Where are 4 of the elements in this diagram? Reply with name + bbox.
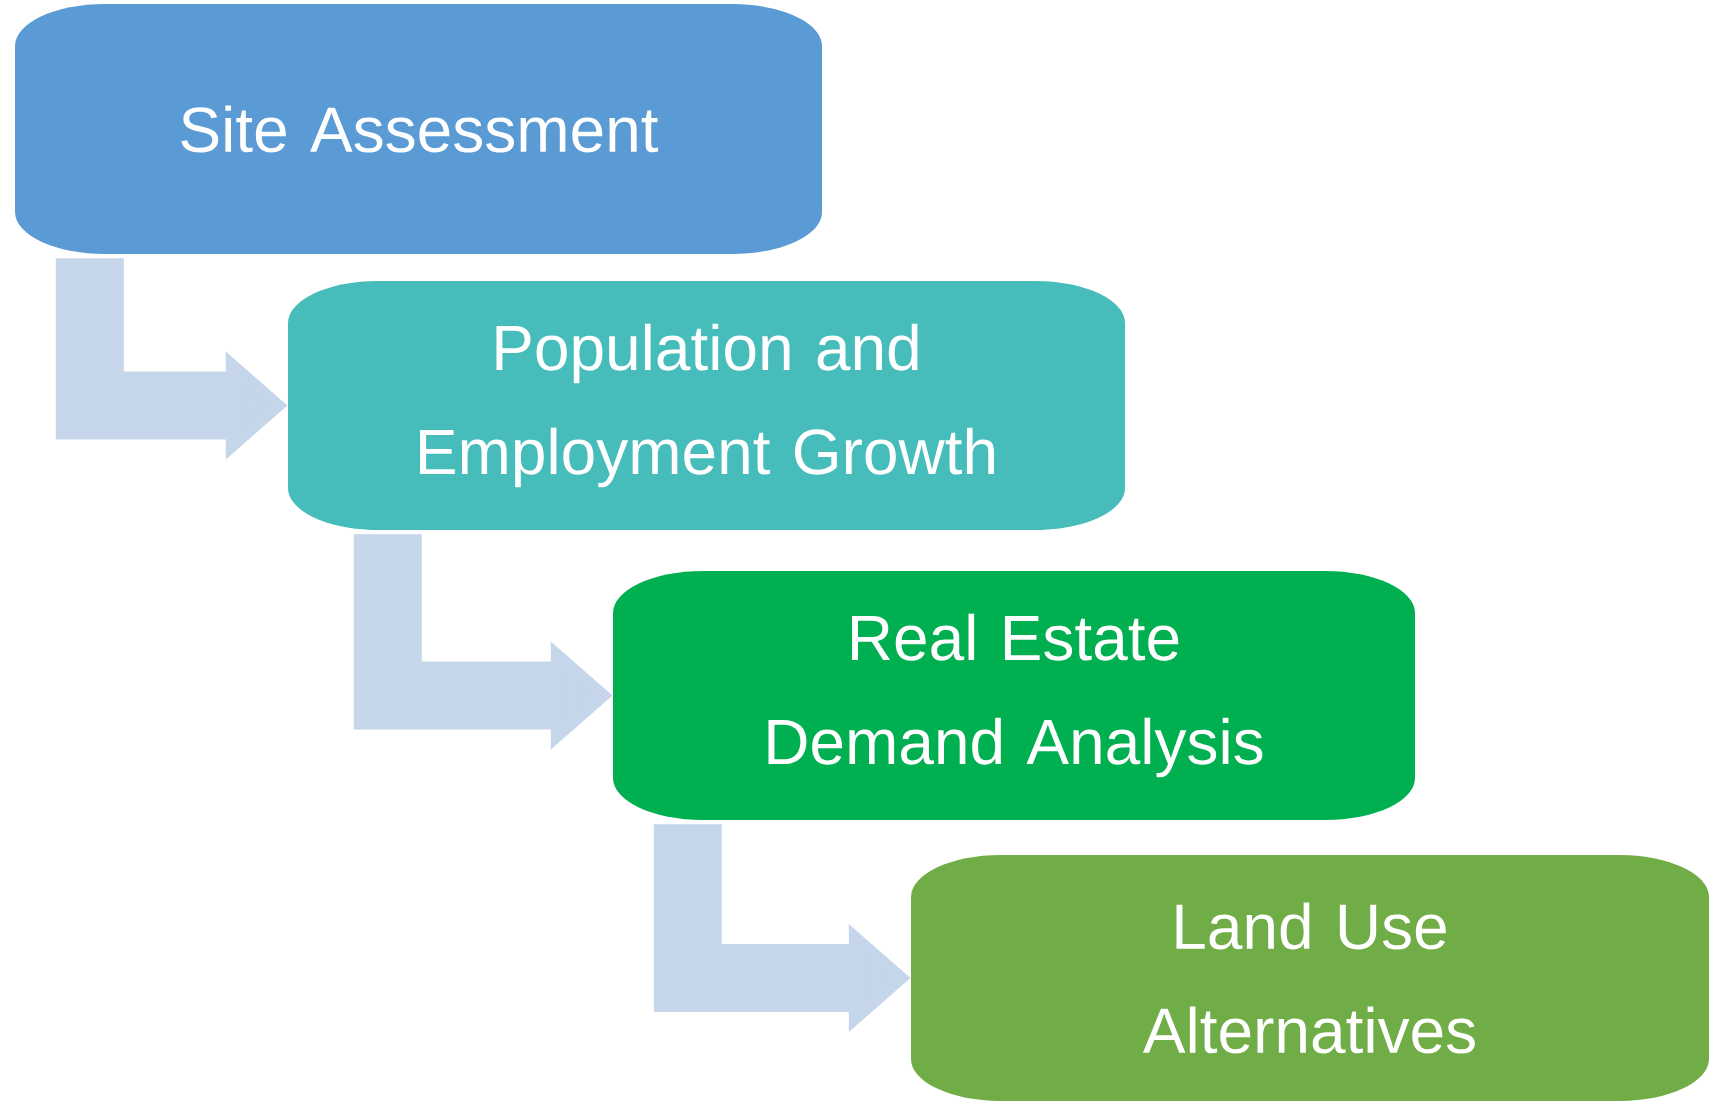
- process-box: Real Estate Demand Analysis: [613, 571, 1415, 820]
- process-box: Population and Employment Growth: [288, 281, 1125, 530]
- process-box: Land Use Alternatives: [911, 855, 1709, 1101]
- process-box: Site Assessment: [15, 4, 822, 254]
